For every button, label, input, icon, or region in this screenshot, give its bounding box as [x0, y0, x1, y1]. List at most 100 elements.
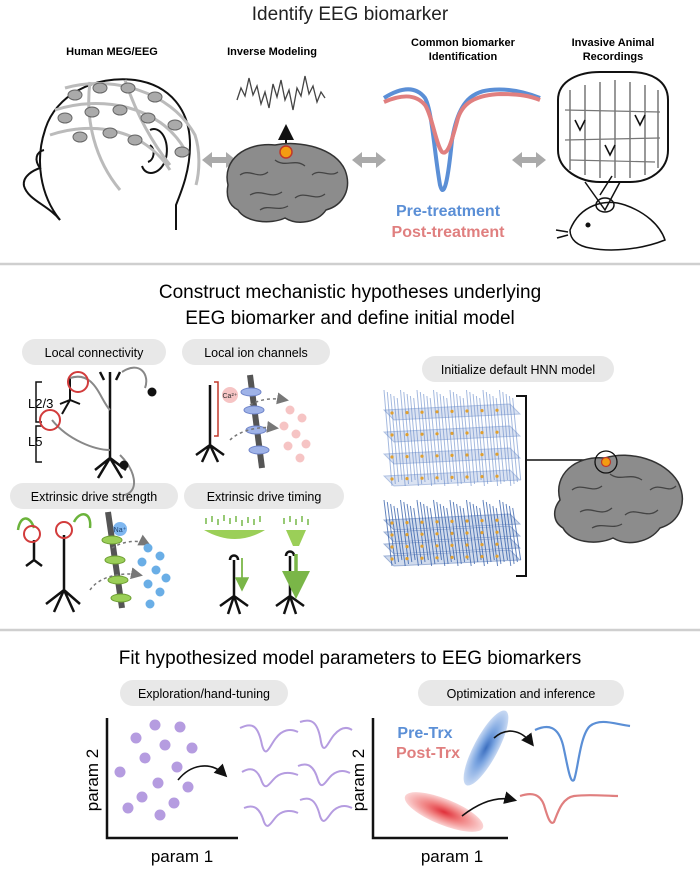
hnn-dendrite-line [466, 389, 475, 485]
hnn-cell-body [405, 533, 409, 537]
pre-trx-posterior [463, 710, 509, 786]
layer-l23-label: L2/3 [28, 396, 53, 411]
hnn-cell-body [405, 455, 409, 459]
hnn-dendrite-line [396, 507, 406, 567]
hnn-cell-body [405, 521, 409, 525]
hnn-cell-body [435, 556, 439, 560]
spike-train-2 [283, 516, 309, 525]
post-trx-legend: Post-Trx [396, 745, 460, 762]
brain-icon-model [554, 450, 683, 544]
hnn-cell-body [390, 521, 394, 525]
section1-title: Identify EEG biomarker [252, 4, 449, 25]
na-ion-label: Na⁺ [114, 527, 127, 534]
exploration-axes [105, 718, 238, 840]
pill-extrinsic-timing [184, 483, 344, 509]
hnn-dendrite-line [413, 507, 423, 565]
hnn-dendrite-line [469, 501, 479, 563]
hnn-dendrite-line [508, 395, 518, 483]
hnn-dendrite-line [459, 395, 469, 481]
hnn-cell-body [420, 556, 424, 560]
hnn-cell-body [420, 432, 424, 436]
hnn-cell-body [480, 519, 484, 523]
sodium-ion-dots [137, 543, 171, 609]
hnn-dendrite-line [479, 507, 489, 565]
pre-trx-legend: Pre-Trx [397, 725, 452, 742]
green-input-2 [72, 513, 92, 529]
hnn-cell-body [495, 530, 499, 534]
hnn-cell-body [450, 519, 454, 524]
hnn-dendrite-line [482, 389, 492, 483]
hnn-dendrite-line [413, 397, 423, 485]
hnn-cell-body [450, 555, 454, 560]
post-trx-arrow [461, 791, 518, 817]
hnn-dendrite-line [423, 503, 433, 567]
hnn-dendrite-line [446, 397, 456, 481]
hnn-dendrite-line [452, 391, 462, 485]
hnn-dendrite-line [495, 397, 505, 483]
neuron-strength-icon [25, 535, 81, 613]
hnn-dendrite-line [426, 505, 436, 565]
eeg-electrodes [57, 82, 190, 158]
hnn-cell-body [450, 409, 454, 413]
optimization-axes [371, 718, 508, 840]
hnn-cell-body [390, 455, 394, 459]
green-timing-wedge-1 [204, 530, 265, 539]
post-treatment-legend: Post-treatment [392, 224, 506, 241]
pre-treatment-waveform [382, 87, 541, 192]
meg-label: Human MEG/EEG [66, 46, 158, 58]
hnn-cell-body [435, 476, 439, 480]
hnn-cell-body [420, 410, 424, 414]
hnn-dendrite-line [462, 507, 472, 567]
hnn-dendrite-line [512, 397, 522, 481]
hnn-cell-body [405, 557, 409, 561]
hnn-dendrite-line [449, 389, 459, 487]
hnn-dendrite-line [456, 393, 466, 483]
hnn-dendrite-line [502, 391, 512, 487]
hnn-cell-body [435, 454, 439, 458]
hnn-dendrite-line [485, 501, 495, 561]
hnn-cell-body [435, 410, 439, 414]
hnn-cell-body [390, 411, 394, 415]
pre-trx-waveform [534, 720, 631, 782]
hnn-cell-body [390, 477, 394, 481]
layer-brackets [35, 381, 42, 463]
hnn-dendrite-line [442, 395, 452, 483]
hnn-cell-body [450, 531, 454, 536]
hnn-dendrite-line [419, 391, 429, 481]
hnn-cell-body [420, 532, 424, 536]
hnn-dendrite-line [456, 503, 466, 563]
na-ion-bubble [113, 522, 127, 536]
hnn-dendrite-line [383, 389, 393, 487]
hnn-dendrite-line [479, 397, 489, 485]
section3-title: Fit hypothesized model parameters to EEG… [119, 648, 582, 669]
ion-flow-arrow-1 [249, 392, 289, 406]
layer-l5-label: L5 [28, 434, 42, 449]
hnn-cell-body [435, 544, 439, 548]
hnn-dendrite-line [439, 503, 449, 565]
hnn-dendrite-line [508, 505, 518, 563]
hnn-cell-body [480, 453, 484, 457]
pill-local-connectivity-label: Local connectivity [45, 346, 144, 360]
hnn-dendrite-line [393, 395, 403, 481]
hnn-cell-body [450, 543, 454, 548]
hnn-cell-body [465, 519, 469, 523]
hnn-cell-body [390, 557, 394, 561]
exploration-arrow [177, 763, 228, 781]
hnn-cell-body [480, 475, 484, 479]
pill-exploration-label: Exploration/hand-tuning [138, 687, 270, 701]
pill-extrinsic-strength [10, 483, 178, 509]
hnn-cell-body [480, 431, 484, 435]
hnn-cell-body [465, 431, 469, 435]
hnn-cell-body [465, 453, 469, 457]
hnn-cell-body [435, 532, 439, 536]
pre-treatment-legend: Pre-treatment [396, 203, 501, 220]
hnn-network-model [382, 389, 522, 567]
hnn-dendrite-line [426, 395, 436, 485]
hnn-cell-body [450, 453, 454, 457]
hnn-cell-body [420, 544, 424, 548]
pre-trx-arrow [493, 730, 534, 747]
pill-exploration [120, 680, 288, 706]
calcium-ion-dots [279, 405, 311, 463]
hnn-dendrite-line [436, 391, 446, 487]
